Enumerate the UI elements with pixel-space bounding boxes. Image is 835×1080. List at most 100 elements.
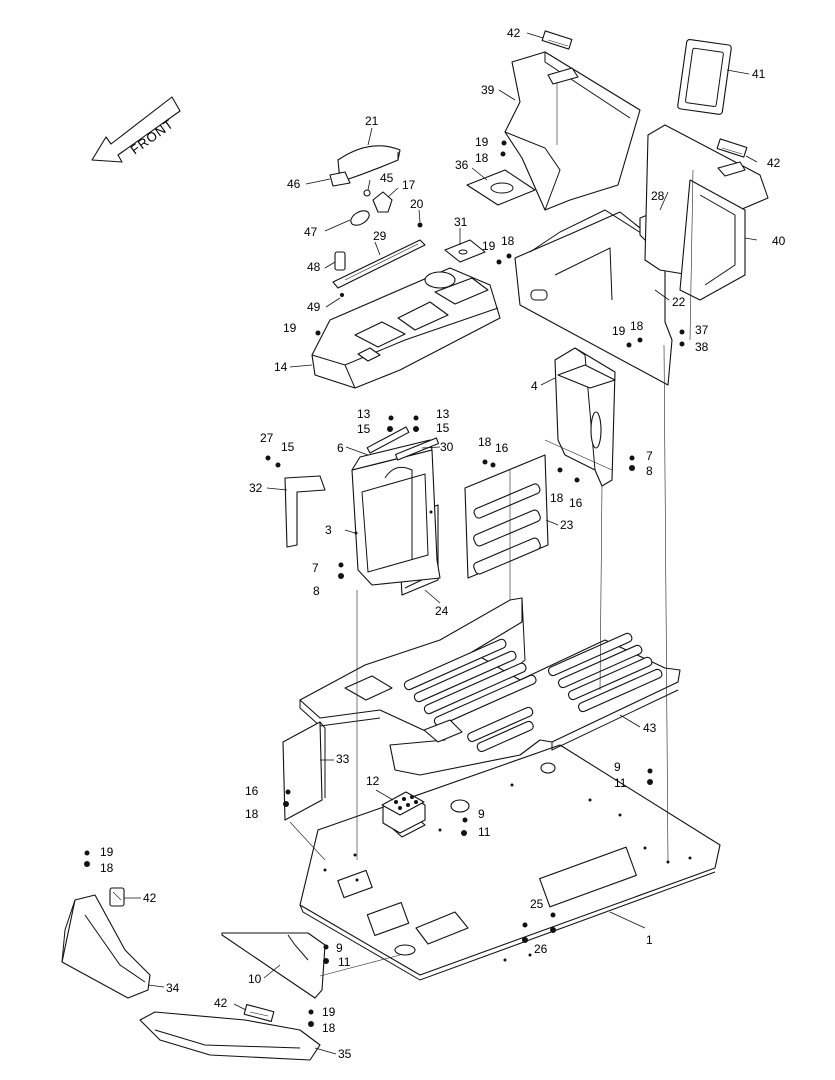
rubber-strip — [332, 239, 426, 289]
washer — [363, 189, 371, 197]
callout-12: 12 — [366, 774, 380, 788]
callout-28: 28 — [651, 189, 665, 203]
callout-11: 11 — [338, 955, 351, 969]
handle-grip-right — [716, 138, 748, 158]
callout-23: 23 — [560, 518, 574, 532]
callout-19: 19 — [475, 135, 489, 149]
callout-39: 39 — [481, 83, 495, 97]
callout-18: 18 — [501, 234, 515, 248]
callout-20: 20 — [410, 197, 424, 211]
callout-16: 16 — [495, 441, 509, 455]
callout-48: 48 — [307, 260, 321, 274]
callout-49: 49 — [307, 300, 321, 314]
callout-42: 42 — [143, 891, 157, 905]
callout-42: 42 — [507, 26, 521, 40]
callout-45: 45 — [380, 171, 394, 185]
knob — [372, 191, 393, 213]
callout-36: 36 — [455, 158, 469, 172]
handle-grip-top — [541, 30, 573, 50]
callout-19: 19 — [100, 845, 114, 859]
handle-grip-left — [109, 887, 125, 907]
callout-8: 8 — [646, 464, 653, 478]
handle-grip-bottom — [243, 1003, 275, 1023]
callout-11: 11 — [614, 776, 627, 790]
callout-31: 31 — [454, 215, 468, 229]
callout-29: 29 — [373, 229, 387, 243]
callout-9: 9 — [478, 807, 485, 821]
callout-18: 18 — [322, 1021, 336, 1035]
callout-15: 15 — [281, 440, 295, 454]
callout-1: 1 — [646, 933, 653, 947]
callout-18: 18 — [550, 491, 564, 505]
callout-13: 13 — [436, 407, 450, 421]
callout-7: 7 — [646, 449, 653, 463]
callout-6: 6 — [337, 441, 344, 455]
callout-24: 24 — [435, 604, 449, 618]
floor-mat — [299, 597, 681, 776]
left-side-shield — [282, 721, 326, 821]
callout-37: 37 — [695, 323, 709, 337]
rear-window — [677, 38, 732, 115]
callout-19: 19 — [612, 324, 626, 338]
mount-plate — [466, 169, 536, 206]
callout-43: 43 — [643, 721, 657, 735]
callout-22: 22 — [672, 295, 686, 309]
callout-18: 18 — [630, 319, 644, 333]
cover-plate — [444, 239, 486, 263]
callout-41: 41 — [752, 67, 766, 81]
callout-40: 40 — [772, 234, 786, 248]
callout-14: 14 — [274, 360, 288, 374]
callout-47: 47 — [304, 225, 318, 239]
leader-lines — [124, 32, 758, 1055]
rear-cover-upper — [504, 51, 641, 211]
pedal-pad — [381, 791, 426, 834]
callout-33: 33 — [336, 752, 350, 766]
callout-13: 13 — [357, 407, 371, 421]
callout-9: 9 — [614, 760, 621, 774]
callout-18: 18 — [475, 151, 489, 165]
callout-8: 8 — [313, 584, 320, 598]
callout-labels: 42 41 39 19 18 36 42 28 40 31 19 18 22 2… — [100, 26, 786, 1061]
callout-46: 46 — [287, 177, 301, 191]
callout-18: 18 — [100, 861, 114, 875]
bolts — [84, 140, 685, 1027]
rear-frame — [554, 347, 616, 487]
front-housing — [351, 439, 441, 586]
front-step — [139, 1011, 321, 1061]
callout-42: 42 — [767, 156, 781, 170]
callout-32: 32 — [249, 481, 263, 495]
callout-3: 3 — [325, 523, 332, 537]
alignment-lines — [289, 82, 694, 977]
callout-21: 21 — [365, 114, 379, 128]
callout-34: 34 — [166, 981, 180, 995]
callout-18: 18 — [245, 807, 259, 821]
seat-console — [311, 267, 501, 389]
left-step — [61, 894, 151, 999]
callout-17: 17 — [402, 178, 416, 192]
callout-27: 27 — [260, 431, 274, 445]
callout-42: 42 — [214, 996, 228, 1010]
grommet — [350, 210, 370, 226]
callout-9: 9 — [336, 941, 343, 955]
front-arrow-icon: FRONT — [91, 96, 181, 163]
foot-panel — [221, 932, 326, 999]
side-bracket-left — [284, 475, 326, 548]
callout-26: 26 — [534, 942, 548, 956]
callout-15: 15 — [436, 421, 450, 435]
rear-box — [514, 209, 673, 386]
rear-cover-right — [644, 124, 769, 301]
callout-16: 16 — [245, 784, 259, 798]
callout-18: 18 — [478, 435, 492, 449]
callout-10: 10 — [248, 972, 262, 986]
callout-25: 25 — [530, 897, 544, 911]
callout-30: 30 — [440, 440, 454, 454]
callout-11: 11 — [478, 825, 491, 839]
side-panel — [464, 454, 549, 579]
callout-38: 38 — [695, 340, 709, 354]
callout-19: 19 — [322, 1005, 336, 1019]
floor-plate — [299, 744, 721, 981]
lower-strip — [394, 437, 440, 461]
upper-strip — [366, 426, 410, 454]
